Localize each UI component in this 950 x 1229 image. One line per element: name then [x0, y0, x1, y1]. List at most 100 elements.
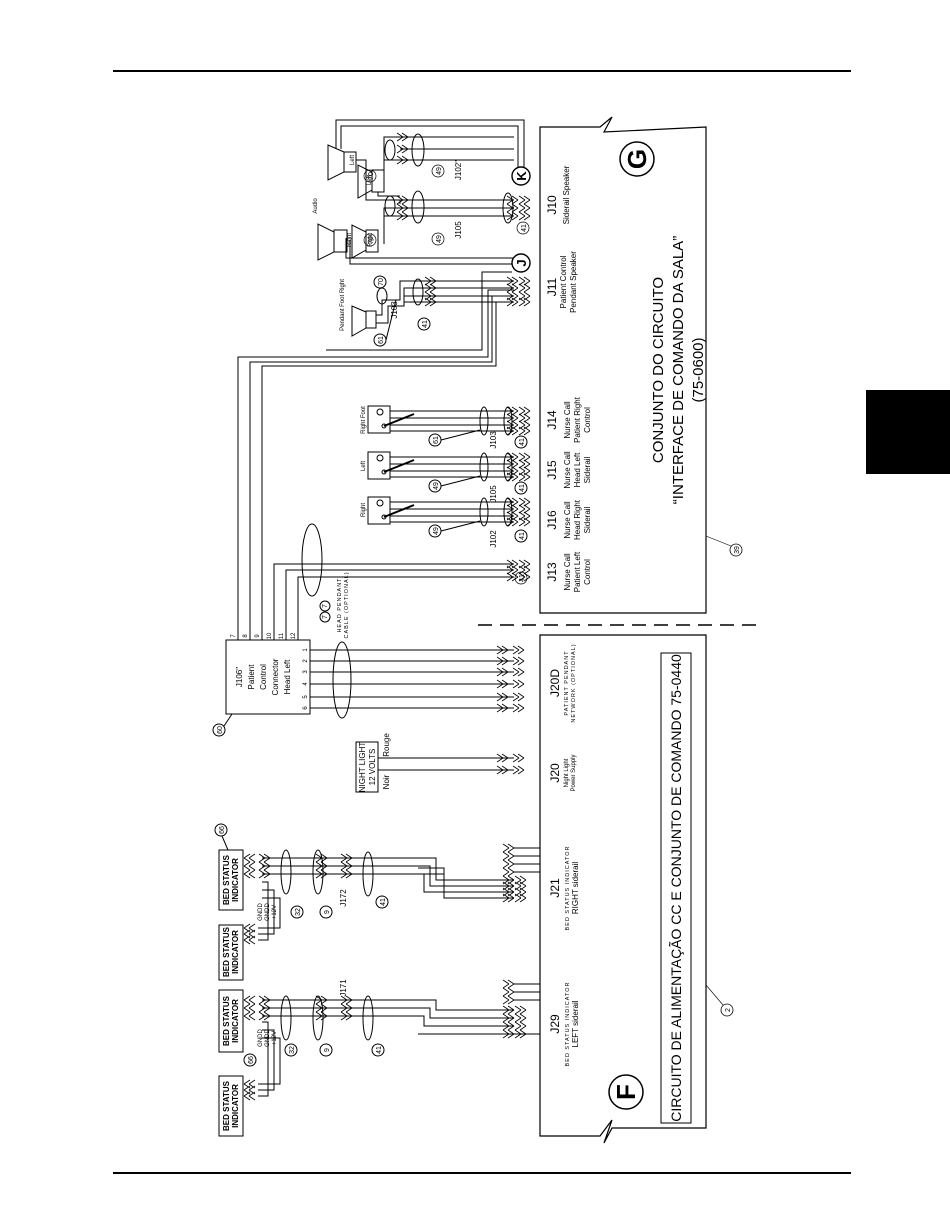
cable-label-2: CABLE (OPTIONAL) — [344, 571, 350, 638]
board-g-letter: G — [622, 149, 652, 169]
conn-j16-l1: Nurse Call — [563, 501, 572, 539]
night-light-l2: 12 VOLTS — [368, 749, 377, 786]
night-light-wire-rouge: Rouge — [382, 733, 391, 757]
ref-41-c: 41 — [519, 438, 526, 446]
conn-j15: J15 — [545, 460, 559, 480]
ref-49-c: 49 — [433, 482, 440, 490]
ref-49-a: 49 — [436, 167, 443, 175]
pendant-foot-right-label: Pendant Foot Right — [340, 279, 346, 331]
bottom-rule — [113, 1172, 851, 1174]
ref-41-d: 41 — [519, 484, 526, 492]
ref-66-b: 66 — [248, 1056, 255, 1064]
board-f-letter: F — [611, 1084, 641, 1100]
ref-66-a: 66 — [219, 826, 226, 834]
audio-section — [317, 119, 525, 265]
board-f-outline — [539, 634, 707, 1144]
conn-j11-l2: Pendant Speaker — [569, 251, 578, 313]
conn-j20d-l2: NETWORK (OPTIONAL) — [571, 643, 577, 722]
ref-61-a: 61 — [378, 336, 385, 344]
ref-49-b: 49 — [436, 235, 443, 243]
j106-pin-2: 2 — [303, 659, 309, 663]
conn-j21: J21 — [548, 878, 562, 898]
conn-j16-l2: Head Right — [573, 499, 582, 540]
bed-status-box-1 — [218, 849, 244, 911]
ref-9-b: 9 — [324, 1048, 331, 1052]
top-rule — [113, 70, 851, 72]
chapter-tab — [866, 390, 950, 474]
ref-board-f: 2 — [725, 1008, 732, 1012]
j106-pin-12: 12 — [291, 632, 297, 639]
conn-j15-l1: Nurse Call — [563, 451, 572, 489]
conn-j29-l2: LEFT siderail — [571, 1000, 580, 1047]
harness-j102-b: J102 — [489, 530, 498, 548]
ref-32-b: 32 — [289, 1046, 296, 1054]
bed-status-1-l2: INDICATOR — [231, 858, 240, 902]
bed-status-4-l2: INDICATOR — [231, 1084, 240, 1128]
bed-status-box-2 — [218, 924, 244, 981]
cable-label-1: HEAD PENDANT — [337, 577, 343, 632]
harness-j171: J171 — [339, 979, 348, 997]
ref-9-a: 9 — [324, 910, 331, 914]
conn-j29-l1: BED STATUS INDICATOR — [565, 982, 571, 1067]
conn-j15-l3: Siderail — [583, 456, 592, 483]
conn-j14-l3: Control — [583, 407, 592, 433]
conn-j10: J10 — [545, 195, 559, 215]
harness-j105: J105 — [454, 221, 463, 239]
conn-j21-l1: BED STATUS INDICATOR — [565, 846, 571, 931]
board-g-outline — [539, 116, 707, 614]
night-light-box — [355, 741, 379, 793]
board-f-title: CIRCUITO DE ALIMENTAÇÃO CC E CONJUNTO DE… — [668, 654, 684, 1122]
bed-status-2-l2: INDICATOR — [231, 930, 240, 974]
conn-j21-l2: RIGHT siderail — [571, 862, 580, 915]
ref-41-a: 41 — [521, 224, 528, 232]
bed-status-3-l2: INDICATOR — [231, 999, 240, 1043]
conn-j16-l3: Siderail — [583, 506, 592, 533]
conn-j13-l1: Nurse Call — [563, 553, 572, 591]
wire-gndd-3: GNDD — [258, 1029, 264, 1047]
j106-box — [225, 639, 311, 715]
speaker-right-label: Right — [347, 233, 353, 247]
harness-j105-b: J105 — [489, 485, 498, 503]
ref-61-b: 61 — [433, 436, 440, 444]
wire-gndd-4: GNDD — [265, 1029, 271, 1047]
j106-l5: Head Left — [283, 659, 292, 694]
switch-right-foot-label: Right Foot — [361, 406, 367, 434]
conn-j13: J13 — [545, 562, 559, 582]
j106-pin-1: 1 — [303, 648, 309, 652]
j106-pin-5: 5 — [303, 695, 309, 699]
j106-pin-4: 4 — [303, 682, 309, 686]
conn-j14-l1: Nurse Call — [563, 401, 572, 439]
conn-j20-l1: Night Light — [564, 758, 570, 787]
conn-j15-l2: Head Left — [573, 452, 582, 487]
bed-status-3-l1: BED STATUS — [222, 995, 231, 1046]
board-g-title-3: (75-0600) — [690, 337, 707, 402]
ref-41-b: 41 — [422, 320, 429, 328]
conn-j16: J16 — [545, 510, 559, 530]
harness-j103-b: J103 — [489, 431, 498, 449]
conn-j13-l2: Patient Left — [573, 551, 582, 592]
ref-41-e: 41 — [519, 532, 526, 540]
ref-49-d: 49 — [433, 527, 440, 535]
ref-41-g: 41 — [376, 1046, 383, 1054]
j106-pin-8: 8 — [243, 634, 249, 638]
switch-left-label: Left — [361, 461, 367, 471]
wire-gndd-1: GNDD — [258, 903, 264, 921]
j106-pin-10: 10 — [267, 632, 273, 639]
bed-status-1-l1: BED STATUS — [222, 854, 231, 905]
j106-l3: Control — [259, 664, 268, 690]
j106-pin-3: 3 — [303, 670, 309, 674]
conn-j11-l1: Patient Control — [559, 255, 568, 308]
conn-j20: J20 — [548, 763, 562, 783]
j106-l4: Connector — [271, 658, 280, 695]
bed-status-2-l1: BED STATUS — [222, 926, 231, 977]
ref-41-f: 41 — [380, 898, 387, 906]
wire-12v-2: +12V — [272, 1031, 278, 1045]
conn-j13-l3: Control — [583, 559, 592, 585]
switch-right-label: Right — [361, 503, 367, 517]
harness-j103-a: J103 — [390, 301, 399, 319]
night-light-l1: NIGHT LIGHT — [358, 742, 367, 793]
conn-j29: J29 — [548, 1014, 562, 1034]
ref-32-a: 32 — [295, 908, 302, 916]
board-f-letter-circle — [608, 1074, 644, 1110]
circle-k: K — [514, 171, 529, 181]
